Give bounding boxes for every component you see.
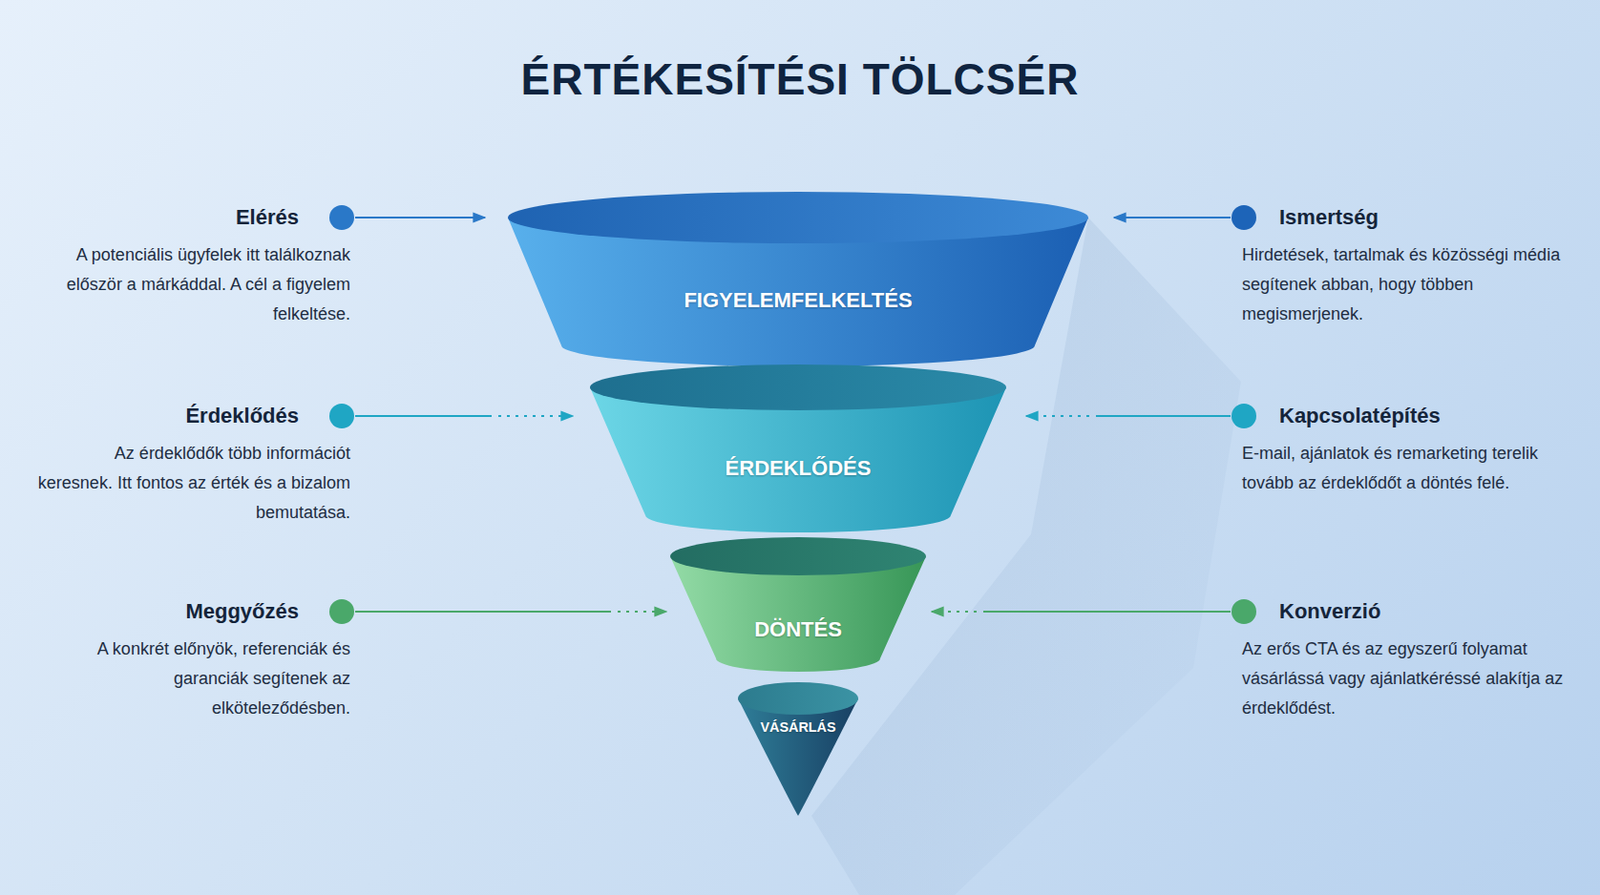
annotation-heading: Meggyőzés [31, 598, 299, 626]
leader-line [1114, 216, 1231, 219]
marker-dot [1231, 599, 1257, 625]
annotation-body: A potenciális ügyfelek itt találkoznak e… [35, 240, 351, 330]
stage-label: VÁSÁRLÁS [737, 719, 859, 736]
leader-line [931, 610, 977, 613]
annotation-body: Az érdeklődők több információt keresnek.… [35, 439, 351, 528]
band-body [737, 698, 859, 817]
funnel-band: VÁSÁRLÁS [737, 682, 859, 817]
annotation-heading: Kapcsolatépítés [1279, 402, 1566, 430]
leader-line [355, 415, 492, 418]
leader-line [355, 216, 485, 219]
annotation-heading: Elérés [31, 204, 299, 232]
marker-dot [1231, 205, 1257, 231]
leader-line [1026, 415, 1090, 418]
leader-line [983, 610, 1231, 613]
funnel-shape [507, 191, 1089, 367]
annotation-body: Az erős CTA és az egyszerű folyamat vásá… [1242, 634, 1577, 724]
funnel-band: FIGYELEMFELKELTÉS [507, 191, 1089, 367]
band-rim [507, 191, 1089, 244]
annotation-heading: Érdeklődés [31, 402, 299, 430]
funnel-shape [670, 537, 927, 673]
stage-label: ÉRDEKLŐDÉS [589, 456, 1007, 482]
band-rim [589, 364, 1007, 411]
leader-line [498, 415, 573, 418]
diagram-title: ÉRTÉKESÍTÉSI TÖLCSÉR [0, 53, 1600, 106]
annotation-body: A konkrét előnyök, referenciák és garanc… [35, 634, 351, 724]
annotation-body: Hirdetések, tartalmak és közösségi média… [1242, 240, 1577, 330]
funnel-band: ÉRDEKLŐDÉS [589, 364, 1007, 533]
funnel-shape [737, 682, 859, 817]
funnel-band: DÖNTÉS [670, 537, 927, 673]
funnel-shape [589, 364, 1007, 533]
leader-line [355, 610, 611, 613]
marker-dot [329, 205, 355, 231]
band-rim [670, 537, 927, 576]
stage-label: FIGYELEMFELKELTÉS [507, 288, 1089, 314]
annotation-heading: Ismertség [1279, 204, 1566, 232]
stage-label: DÖNTÉS [670, 617, 927, 643]
annotation-body: E-mail, ajánlatok és remarketing terelik… [1242, 439, 1577, 499]
annotation-heading: Konverzió [1279, 598, 1566, 626]
band-rim [737, 682, 859, 716]
marker-dot [1231, 403, 1257, 429]
leader-line [1095, 415, 1231, 418]
marker-dot [329, 403, 355, 429]
marker-dot [329, 599, 355, 625]
leader-line [617, 610, 667, 613]
